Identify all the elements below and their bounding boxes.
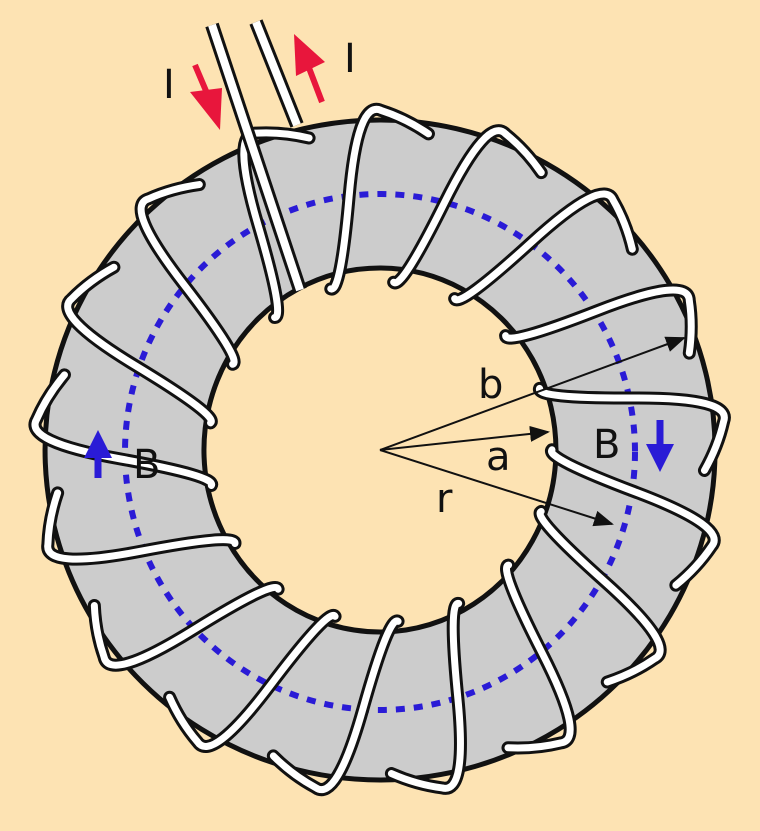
coil-turn: [548, 446, 718, 589]
coil-turn: [327, 105, 432, 293]
coil-turn: [502, 286, 695, 357]
radius-arrows: [379, 336, 686, 527]
radius-a-label: a: [486, 434, 511, 480]
field-arrow-up: [84, 430, 112, 478]
lead-wires: [205, 19, 307, 293]
current-out-label: I: [344, 36, 356, 82]
coil-turn: [269, 617, 402, 793]
coil-turn: [240, 129, 313, 321]
field-right-label: B: [593, 422, 620, 468]
coil-turn: [536, 384, 728, 474]
coil-turn: [44, 489, 239, 563]
coil-turn: [137, 181, 238, 368]
radius-r-label: r: [436, 476, 453, 522]
radius-b-label: b: [478, 362, 503, 408]
coil-turn: [64, 263, 215, 427]
magnetic-field-line: [122, 191, 638, 713]
coil-turn: [536, 507, 664, 686]
field-arrow-down: [646, 420, 674, 472]
current-out-arrow: [294, 34, 325, 104]
coil-turn: [390, 127, 545, 287]
current-in-label: I: [163, 62, 175, 108]
field-left-label: B: [133, 442, 160, 488]
coil-turn: [166, 611, 339, 750]
current-in-arrow: [190, 63, 222, 130]
coil-turn: [387, 599, 464, 792]
winding-coils: [28, 102, 731, 796]
coil-turn: [451, 190, 636, 304]
coil-turn: [31, 371, 216, 489]
coil-turn: [90, 583, 282, 669]
coil-turn: [503, 561, 574, 752]
